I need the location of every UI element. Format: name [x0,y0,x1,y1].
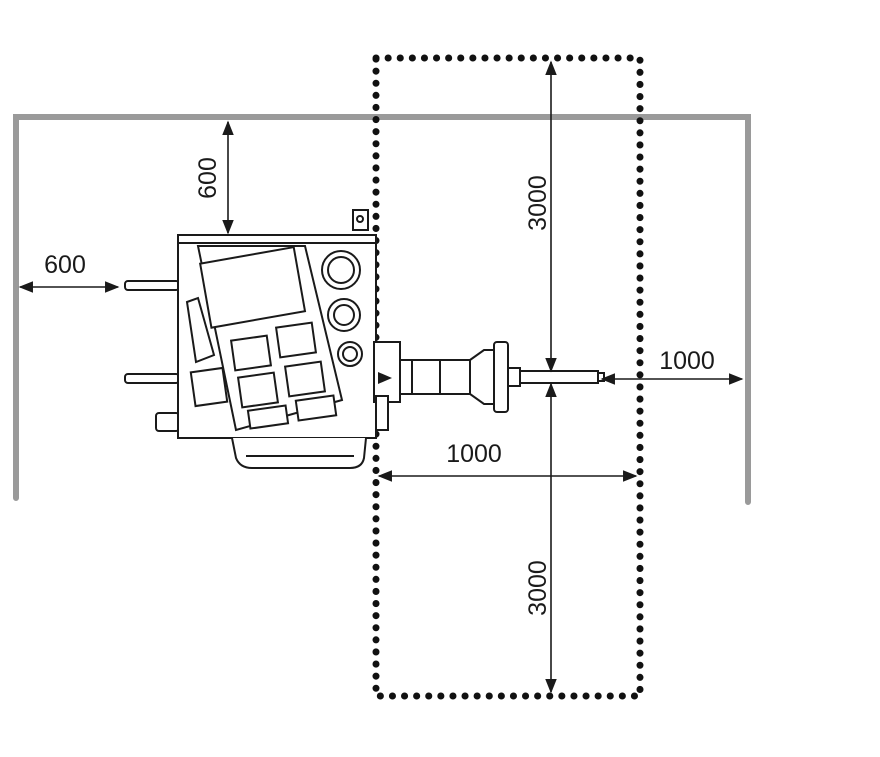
dim-front-clearance-top: 3000 [524,60,557,373]
machine-console [185,245,344,432]
machine-shaft [373,341,605,431]
dim-front-clearance-bottom-label: 3000 [524,560,552,616]
dim-zone-width-label: 1000 [446,440,502,468]
dim-left-clearance-label: 600 [44,251,86,279]
machine-rear-pins [124,280,180,432]
machine-gauges [321,250,363,367]
dim-zone-width: 1000 [377,440,638,482]
wheel-balancer-machine [124,209,605,469]
machine-handle [231,437,367,469]
dim-rear-clearance-label: 600 [194,157,222,199]
wall-outline [13,114,751,505]
dim-left-clearance: 600 [18,251,120,293]
dim-rear-clearance: 600 [194,120,234,235]
dim-front-clearance-top-label: 3000 [524,175,552,231]
dim-front-clearance-bottom: 3000 [524,382,557,694]
dim-side-clearance-right-label: 1000 [659,347,715,375]
dim-side-clearance-right: 1000 [600,347,744,385]
